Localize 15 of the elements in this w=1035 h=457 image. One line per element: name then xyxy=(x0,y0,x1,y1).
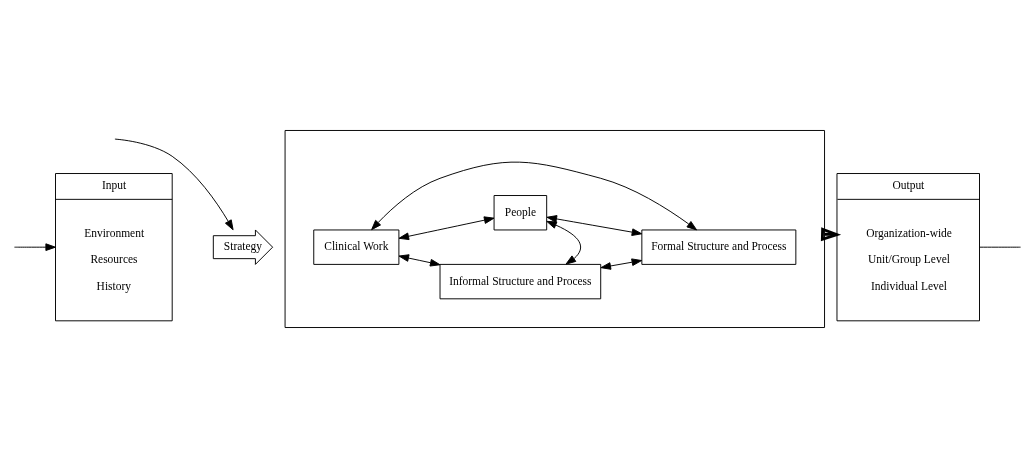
node-box: Clinical Work xyxy=(313,229,400,265)
arrow xyxy=(398,215,495,240)
arrow xyxy=(546,220,582,265)
node-box: People xyxy=(493,194,548,230)
node-box: Formal Structure and Process xyxy=(641,229,797,265)
arrow xyxy=(371,161,698,230)
node-box: Informal Structure and Process xyxy=(439,263,602,299)
arrow xyxy=(600,257,643,270)
arrow xyxy=(546,214,643,236)
connector xyxy=(979,246,1022,248)
arrow xyxy=(13,242,56,251)
arrow xyxy=(398,253,441,267)
arrow xyxy=(114,138,234,230)
arrow xyxy=(820,226,842,241)
cluster xyxy=(284,129,825,328)
